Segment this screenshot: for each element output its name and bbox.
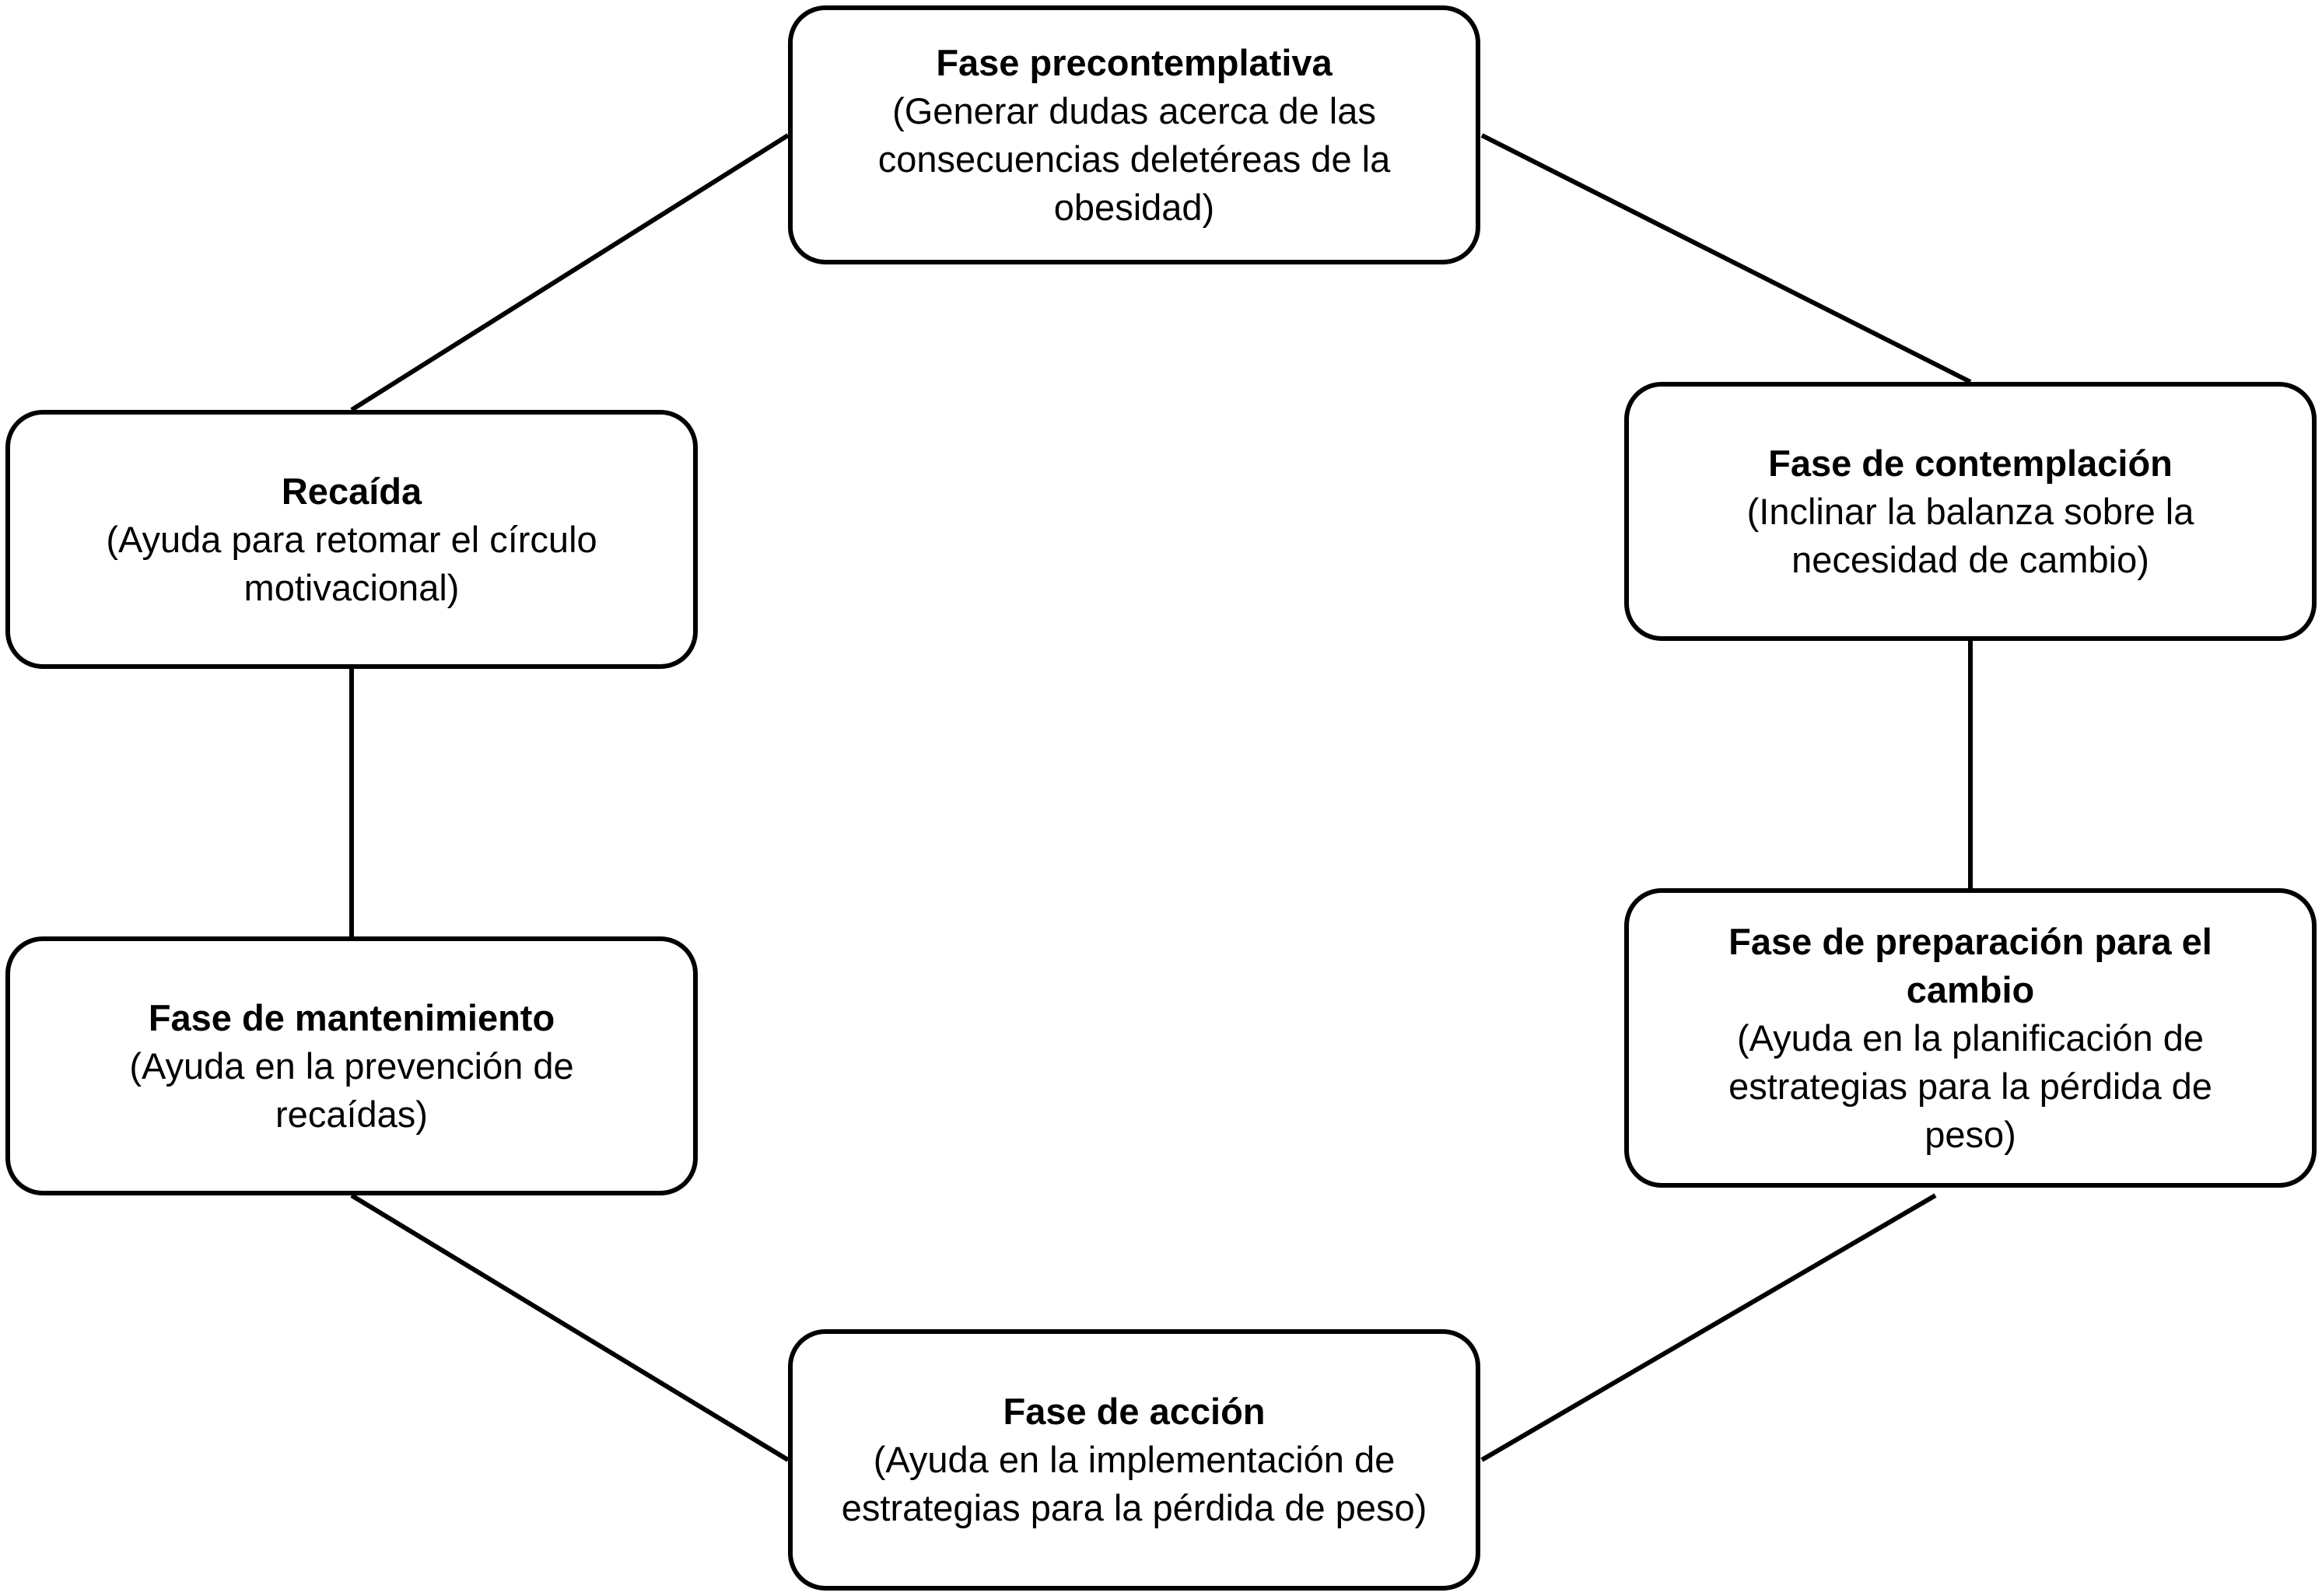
stage-title: Fase de contemplación — [1768, 442, 2173, 484]
stage-description: (Ayuda en la implementación de estrategi… — [841, 1439, 1427, 1528]
stage-description: (Generar dudas acerca de las consecuenci… — [877, 89, 1391, 228]
stage-box-preparacion: Fase de preparación para el cambio (Ayud… — [1624, 888, 2317, 1188]
connector-preparacion-accion — [1480, 1193, 1937, 1462]
stage-description: (Ayuda en la planificación de estrategia… — [1728, 1017, 2212, 1155]
connector-recaida-precontemplativa — [350, 133, 790, 412]
stage-description: (Inclinar la balanza sobre la necesidad … — [1746, 490, 2194, 580]
stage-box-accion: Fase de acción (Ayuda en la implementaci… — [788, 1329, 1480, 1591]
stage-title: Fase de preparación para el cambio — [1728, 920, 2212, 1010]
stage-title: Fase de acción — [1003, 1391, 1266, 1432]
stage-box-recaida: Recaída (Ayuda para retomar el círculo m… — [5, 410, 698, 669]
stage-title: Fase precontemplativa — [936, 41, 1333, 83]
stage-box-contemplacion: Fase de contemplación (Inclinar la balan… — [1624, 382, 2317, 641]
stage-description: (Ayuda en la prevención de recaídas) — [129, 1045, 574, 1135]
stage-title: Fase de mantenimiento — [148, 996, 555, 1038]
stage-title: Recaída — [281, 470, 422, 512]
connector-accion-mantenimiento — [350, 1193, 790, 1462]
stage-description: (Ayuda para retomar el círculo motivacio… — [106, 518, 597, 608]
stage-box-mantenimiento: Fase de mantenimiento (Ayuda en la preve… — [5, 936, 698, 1195]
stage-box-precontemplativa: Fase precontemplativa (Generar dudas ace… — [788, 5, 1480, 264]
connector-precontemplativa-contemplacion — [1480, 133, 1972, 384]
